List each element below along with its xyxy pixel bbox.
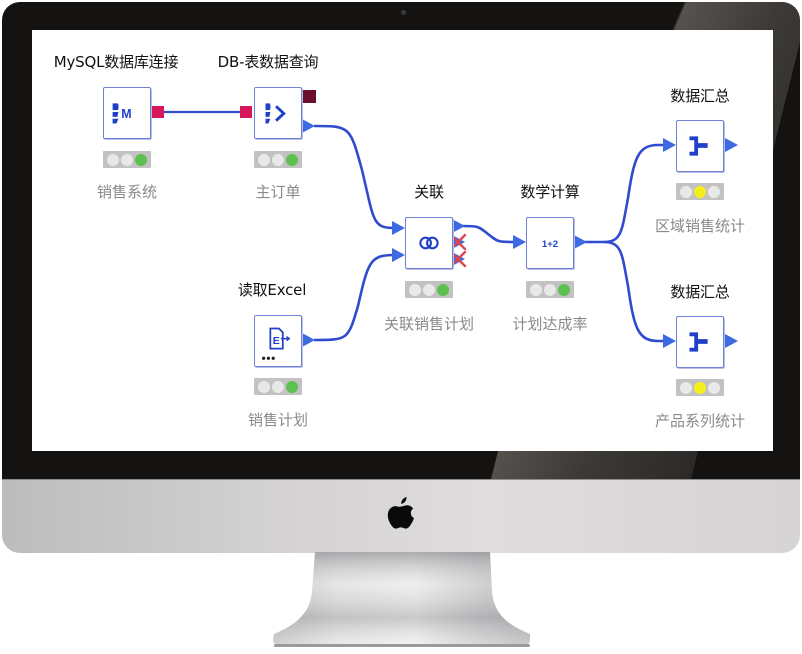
status-lights (676, 379, 724, 396)
status-green-light (437, 283, 449, 296)
node-title: 关联 (414, 183, 444, 201)
join-output-port-1[interactable] (452, 219, 465, 233)
db-flowvar-port[interactable] (303, 90, 316, 103)
node-label[interactable]: 销售系统 (96, 183, 158, 201)
node-title: 数据汇总 (670, 87, 730, 105)
math-output-port[interactable] (574, 235, 587, 249)
node-box[interactable] (676, 120, 724, 172)
product-output-port[interactable] (725, 334, 738, 348)
apple-logo-icon (387, 497, 414, 529)
product-input-port[interactable] (663, 334, 676, 348)
svg-text:1+2: 1+2 (542, 239, 558, 250)
connection-query-to-join[interactable] (313, 124, 396, 230)
database-query-icon (265, 103, 286, 124)
node-label[interactable]: 计划达成率 (512, 315, 588, 333)
aggregate-icon (689, 136, 708, 156)
node-label[interactable]: 主订单 (255, 183, 301, 201)
node-label[interactable]: 区域销售统计 (654, 217, 746, 235)
excel-reader-icon: E (261, 327, 291, 360)
node-box[interactable] (676, 316, 724, 368)
join-icon (419, 236, 439, 250)
connection-excel-to-join[interactable] (313, 253, 396, 342)
region-input-port[interactable] (663, 138, 676, 152)
query-output-port[interactable] (302, 119, 315, 133)
inactive-port-x-icon (449, 233, 467, 268)
connection-join-to-math[interactable] (461, 224, 518, 244)
workflow-canvas[interactable]: MySQL数据库连接 M 销售系统 DB-表数据查询 (32, 30, 773, 451)
status-yellow-light (694, 185, 706, 198)
status-lights (405, 281, 453, 298)
status-lights (676, 183, 724, 200)
connections-layer (162, 110, 738, 348)
node-label[interactable]: 销售计划 (247, 411, 309, 429)
status-green-light (286, 153, 298, 166)
db-output-port[interactable] (152, 106, 164, 118)
node-title: 读取Excel (237, 281, 307, 299)
node-label[interactable]: 产品系列统计 (654, 412, 746, 430)
node-title: 数学计算 (520, 183, 580, 201)
aggregate-icon (689, 332, 708, 352)
status-green-light (286, 380, 298, 393)
region-output-port[interactable] (725, 138, 738, 152)
node-label[interactable]: 关联销售计划 (383, 315, 475, 333)
status-green-light (135, 153, 147, 166)
status-lights (103, 151, 151, 168)
monitor-stand (273, 552, 530, 647)
camera-icon (401, 10, 406, 15)
status-lights (526, 281, 574, 298)
connection-math-to-region[interactable] (584, 143, 664, 244)
connection-math-to-product[interactable] (603, 240, 664, 343)
node-title: 数据汇总 (670, 283, 730, 301)
node-box[interactable]: M (103, 87, 151, 139)
node-box[interactable]: 1+2 (526, 217, 574, 269)
node-title: DB-表数据查询 (217, 53, 319, 71)
node-box[interactable]: E (254, 315, 302, 367)
status-lights (254, 151, 302, 168)
database-connector-icon: M (112, 103, 132, 124)
join-input-port-2[interactable] (392, 248, 405, 262)
node-title: MySQL数据库连接 (53, 53, 179, 71)
math-input-port[interactable] (513, 235, 526, 249)
svg-text:M: M (121, 107, 131, 121)
join-input-port-1[interactable] (392, 221, 405, 235)
db-input-port[interactable] (240, 106, 252, 118)
status-green-light (558, 283, 570, 296)
node-box[interactable] (405, 217, 453, 269)
node-box[interactable] (254, 87, 302, 139)
svg-text:E: E (273, 335, 280, 347)
status-yellow-light (694, 381, 706, 394)
math-formula-icon: 1+2 (542, 239, 558, 250)
excel-output-port[interactable] (302, 333, 315, 347)
status-lights (254, 378, 302, 395)
